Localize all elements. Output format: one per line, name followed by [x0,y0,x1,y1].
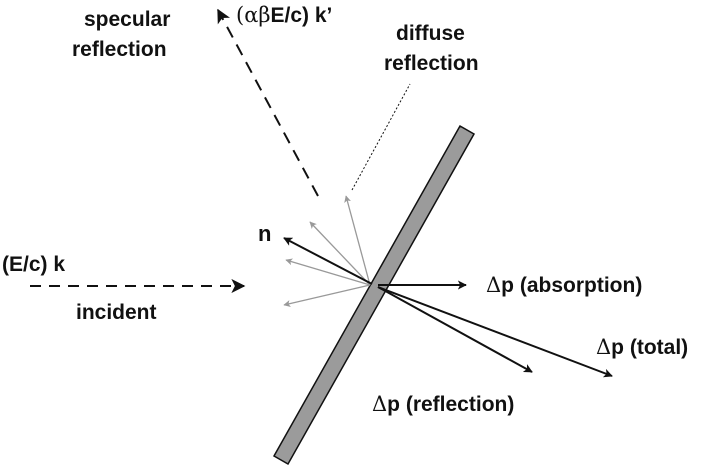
total-momentum-arrow [377,286,613,378]
incident-momentum-label: (E/c) k [2,253,65,276]
normal-label: n [258,221,271,246]
normal-arrow [283,237,373,285]
specular-reflection-label: specular reflection [72,8,176,61]
diffuse-rays [283,195,371,307]
incident-label: incident [76,301,157,324]
total-momentum-label: Δp (total) [596,335,688,359]
diffuse-pointer-line [351,83,411,191]
specular-momentum-label: (αβE/c) k’ [236,3,332,27]
reflection-momentum-label: Δp (reflection) [372,392,514,416]
reflection-momentum-arrow [377,286,533,373]
diffuse-reflection-label: diffuse reflection [384,22,479,75]
reflecting-plate [272,124,476,466]
absorption-momentum-label: Δp (absorption) [486,273,642,297]
specular-reflection-arrow [217,8,319,197]
